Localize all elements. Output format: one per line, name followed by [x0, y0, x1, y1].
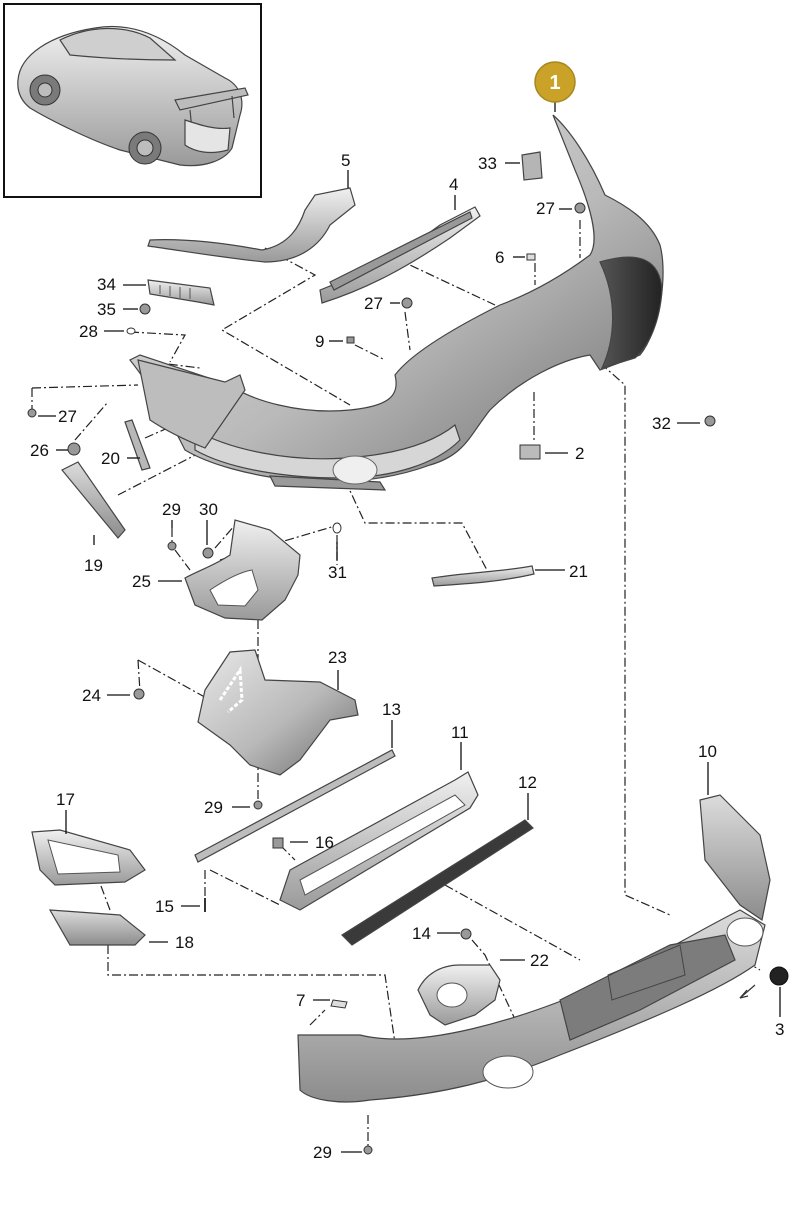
callout-7: 7	[296, 991, 305, 1010]
callout-1-label: 1	[549, 72, 560, 94]
callout-27-top: 27	[536, 199, 555, 218]
callout-2: 2	[575, 444, 584, 463]
callout-16: 16	[315, 833, 334, 852]
part-20-strip[interactable]	[124, 419, 151, 471]
callout-13: 13	[382, 700, 401, 719]
callout-9: 9	[315, 332, 324, 351]
part-22-housing[interactable]	[417, 964, 501, 1026]
callout-labels: 5 33 4 27 6 34 27 35 28 9 27 32 26 2 20 …	[30, 151, 784, 1162]
callout-30: 30	[199, 500, 218, 519]
callout-34: 34	[97, 275, 116, 294]
callout-21: 21	[569, 562, 588, 581]
callout-25: 25	[132, 572, 151, 591]
vehicle-inset	[3, 3, 262, 198]
callout-32: 32	[652, 414, 671, 433]
part-34-bracket[interactable]	[147, 279, 215, 306]
rear-bumper-cover[interactable]	[129, 114, 664, 491]
lower-diffuser[interactable]	[297, 909, 766, 1103]
callout-29-mid: 29	[204, 798, 223, 817]
part-11-grille-frame[interactable]	[279, 771, 479, 911]
callout-3: 3	[775, 1020, 784, 1039]
part-33-clip[interactable]	[521, 151, 543, 181]
callout-26: 26	[30, 441, 49, 460]
callout-28: 28	[79, 322, 98, 341]
part-25-bracket[interactable]	[184, 519, 301, 621]
callout-14: 14	[412, 924, 431, 943]
callout-22: 22	[530, 951, 549, 970]
callout-18: 18	[175, 933, 194, 952]
callout-11: 11	[451, 723, 469, 742]
callout-27-left: 27	[58, 407, 77, 426]
callout-12: 12	[518, 773, 537, 792]
callout-6: 6	[495, 248, 504, 267]
part-18-panel[interactable]	[48, 909, 146, 946]
part-13-seal[interactable]	[194, 749, 396, 863]
part-23-shield[interactable]	[197, 649, 359, 776]
part-17-frame[interactable]	[31, 829, 146, 886]
callout-17: 17	[56, 790, 75, 809]
callout-27-mid: 27	[364, 294, 383, 313]
callout-23: 23	[328, 648, 347, 667]
part-19-panel[interactable]	[61, 461, 126, 539]
part-5-bracket[interactable]	[147, 187, 356, 263]
callout-20: 20	[101, 449, 120, 468]
callout-5: 5	[341, 151, 350, 170]
part-10-panel[interactable]	[699, 794, 771, 922]
callout-35: 35	[97, 300, 116, 319]
callout-4: 4	[449, 175, 458, 194]
callout-31: 31	[328, 563, 347, 582]
fasteners	[27, 202, 789, 1155]
callout-19: 19	[84, 556, 103, 575]
callout-24: 24	[82, 686, 101, 705]
callout-33: 33	[478, 154, 497, 173]
callout-1-highlight[interactable]: 1	[534, 61, 576, 103]
part-21-trim[interactable]	[431, 565, 535, 587]
callout-29-top: 29	[162, 500, 181, 519]
part-4-rail[interactable]	[319, 206, 481, 304]
callout-10: 10	[698, 742, 717, 761]
callout-29-bottom: 29	[313, 1143, 332, 1162]
part-12-mesh[interactable]	[341, 819, 534, 946]
car-illustration	[17, 25, 249, 167]
callout-15: 15	[155, 897, 174, 916]
